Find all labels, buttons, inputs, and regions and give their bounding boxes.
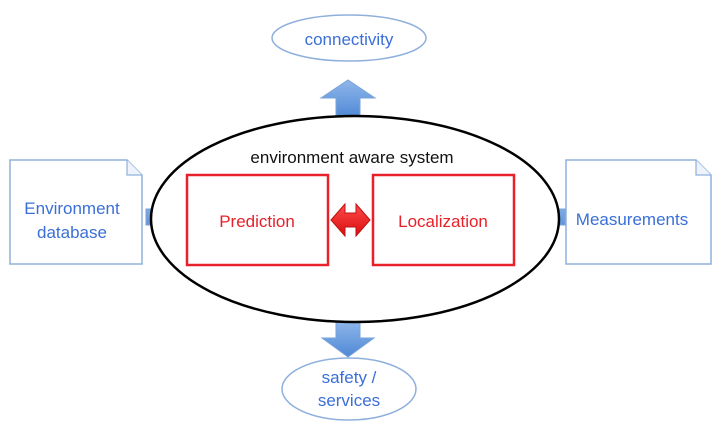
safety-services-node: safety / services [281, 357, 417, 421]
environment-database-label-line2: database [37, 223, 107, 242]
measurements-document: Measurements [565, 159, 712, 265]
system-title: environment aware system [250, 148, 453, 167]
localization-box: Localization [371, 173, 516, 267]
bidirectional-arrow [330, 202, 371, 238]
down-arrow [320, 320, 376, 358]
localization-label: Localization [398, 212, 488, 231]
safety-services-label-line1: safety / [322, 368, 377, 387]
connectivity-node: connectivity [271, 14, 427, 62]
safety-services-label-line2: services [318, 391, 380, 410]
environment-database-label-line1: Environment [24, 199, 120, 218]
connectivity-label: connectivity [305, 30, 394, 49]
up-arrow [319, 79, 377, 119]
prediction-label: Prediction [219, 212, 295, 231]
prediction-box: Prediction [185, 173, 330, 267]
measurements-label: Measurements [576, 210, 688, 229]
environment-database-document: Environment database [9, 159, 143, 265]
